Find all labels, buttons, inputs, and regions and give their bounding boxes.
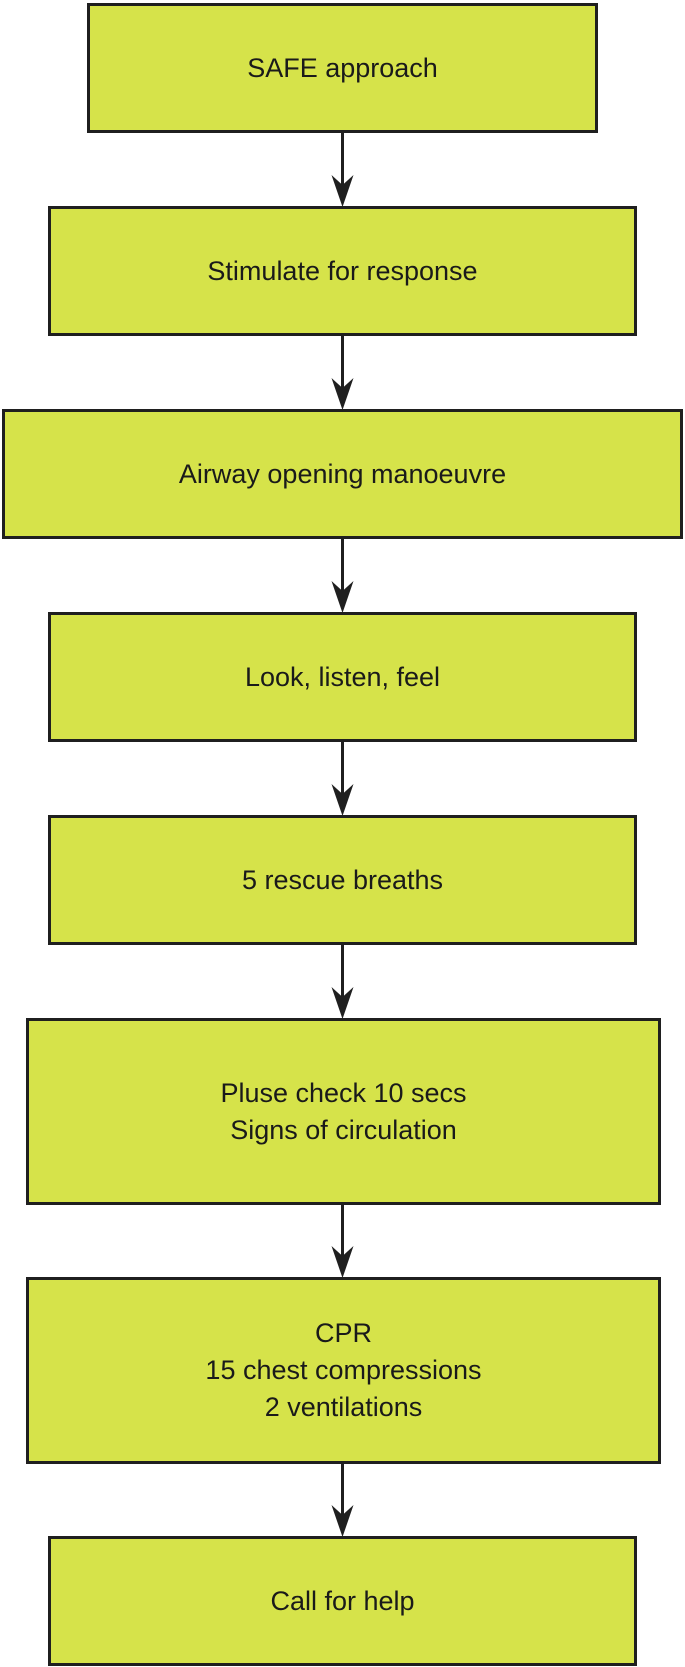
flowchart-step-label: Look, listen, feel xyxy=(244,661,441,692)
flowchart-step-7: CPR 15 chest compressions 2 ventilations xyxy=(26,1277,661,1464)
flowchart-step-8: Call for help xyxy=(48,1536,637,1666)
flowchart-step-3: Airway opening manoeuvre xyxy=(2,409,683,539)
flowchart-step-label: 2 ventilations xyxy=(264,1392,423,1422)
flowchart-step-4: Look, listen, feel xyxy=(48,612,637,742)
flowchart-step-1: SAFE approach xyxy=(87,3,598,133)
arrow-down-icon xyxy=(331,1246,354,1278)
arrow-down-icon xyxy=(331,1505,354,1537)
flowchart-step-label: Signs of circulation xyxy=(230,1114,457,1145)
arrow-down-icon xyxy=(331,175,354,207)
arrow-down-icon xyxy=(331,784,354,816)
flowchart-step-label: CPR xyxy=(314,1318,372,1348)
flowchart-step-5: 5 rescue breaths xyxy=(48,815,637,945)
flowchart-step-2: Stimulate for response xyxy=(48,206,637,336)
flowchart-step-label: Call for help xyxy=(270,1585,415,1616)
flowchart-step-label: 15 chest compressions xyxy=(205,1355,482,1385)
flowchart-step-label: Pluse check 10 secs xyxy=(220,1077,467,1108)
flowchart-step-label: SAFE approach xyxy=(247,52,438,83)
arrow-down-icon xyxy=(331,581,354,613)
flowchart-step-label: Stimulate for response xyxy=(207,255,478,286)
arrow-down-icon xyxy=(331,378,354,410)
flowchart-step-label: Airway opening manoeuvre xyxy=(178,458,507,489)
arrow-down-icon xyxy=(331,987,354,1019)
flowchart-step-label: 5 rescue breaths xyxy=(241,864,444,895)
